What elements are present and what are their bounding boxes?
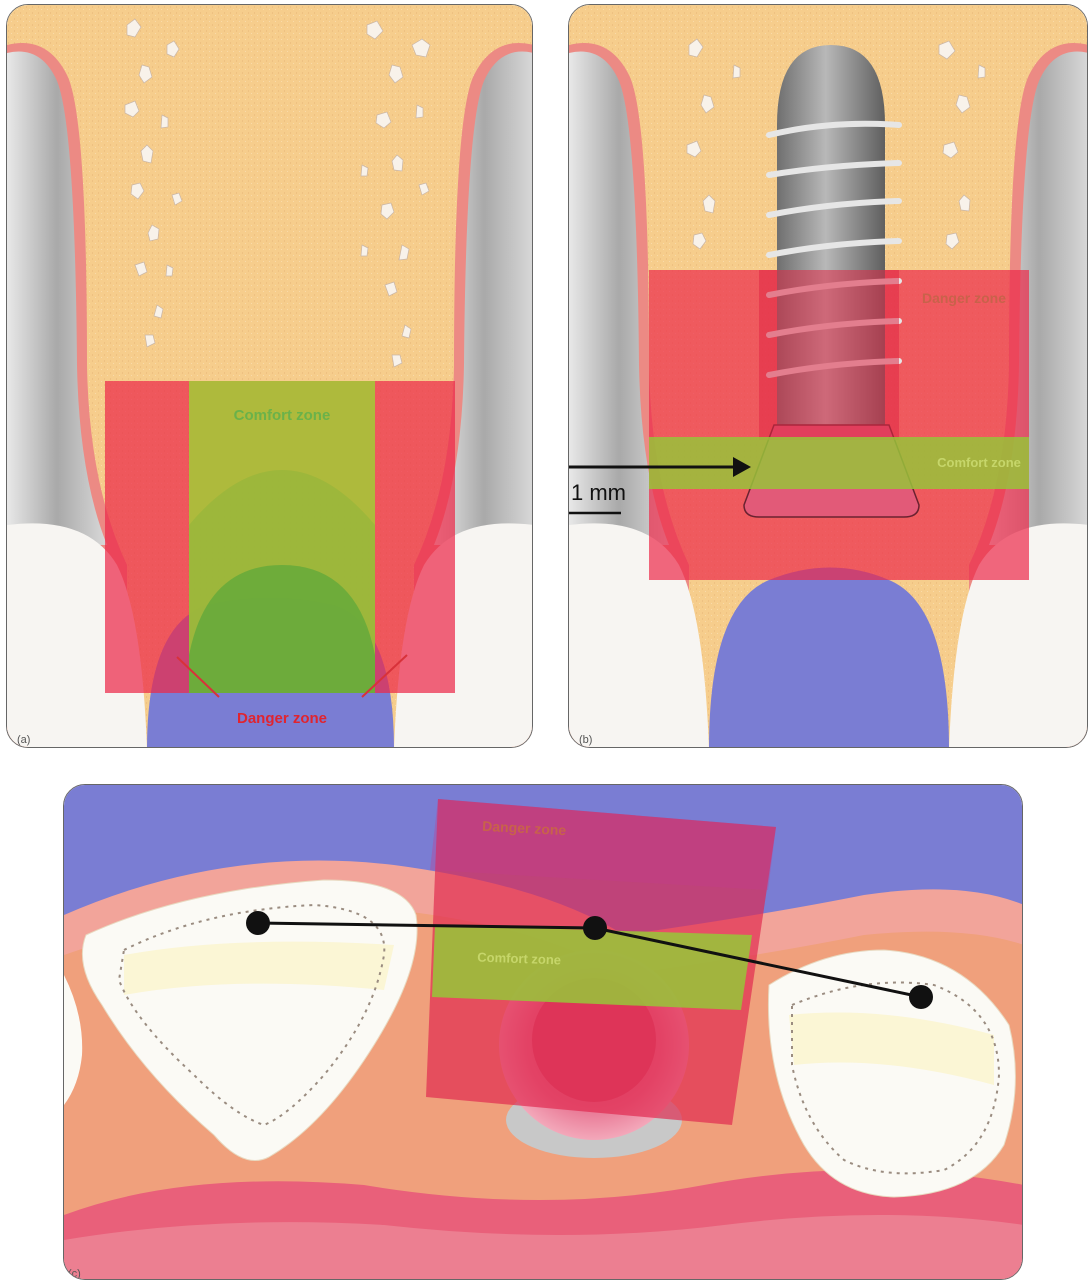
comfort-zone-label: Comfort zone bbox=[477, 950, 561, 968]
arch-point-left bbox=[246, 911, 270, 935]
panel-a-illustration: Comfort zone Danger zone (a) bbox=[7, 5, 533, 748]
danger-overlay-implant bbox=[759, 270, 899, 440]
panel-c: Danger zone Comfort zone (c) bbox=[63, 784, 1023, 1280]
danger-zone-label: Danger zone bbox=[922, 290, 1006, 306]
comfort-zone-label: Comfort zone bbox=[234, 407, 331, 424]
measure-label: 1 mm bbox=[571, 480, 626, 505]
arch-point-center bbox=[583, 916, 607, 940]
panel-letter: (a) bbox=[17, 734, 30, 746]
panel-a: Comfort zone Danger zone (a) bbox=[6, 4, 533, 748]
panel-b-illustration: 1 mm Danger zone Comfort zone (b) bbox=[569, 5, 1088, 748]
arch-point-right bbox=[909, 985, 933, 1009]
panel-letter: (b) bbox=[579, 734, 592, 746]
panel-c-illustration: Danger zone Comfort zone (c) bbox=[64, 785, 1023, 1280]
comfort-zone-label: Comfort zone bbox=[937, 455, 1021, 470]
panel-letter: (c) bbox=[68, 1268, 81, 1280]
panel-b: 1 mm Danger zone Comfort zone (b) bbox=[568, 4, 1088, 748]
danger-zone-label: Danger zone bbox=[237, 710, 327, 727]
